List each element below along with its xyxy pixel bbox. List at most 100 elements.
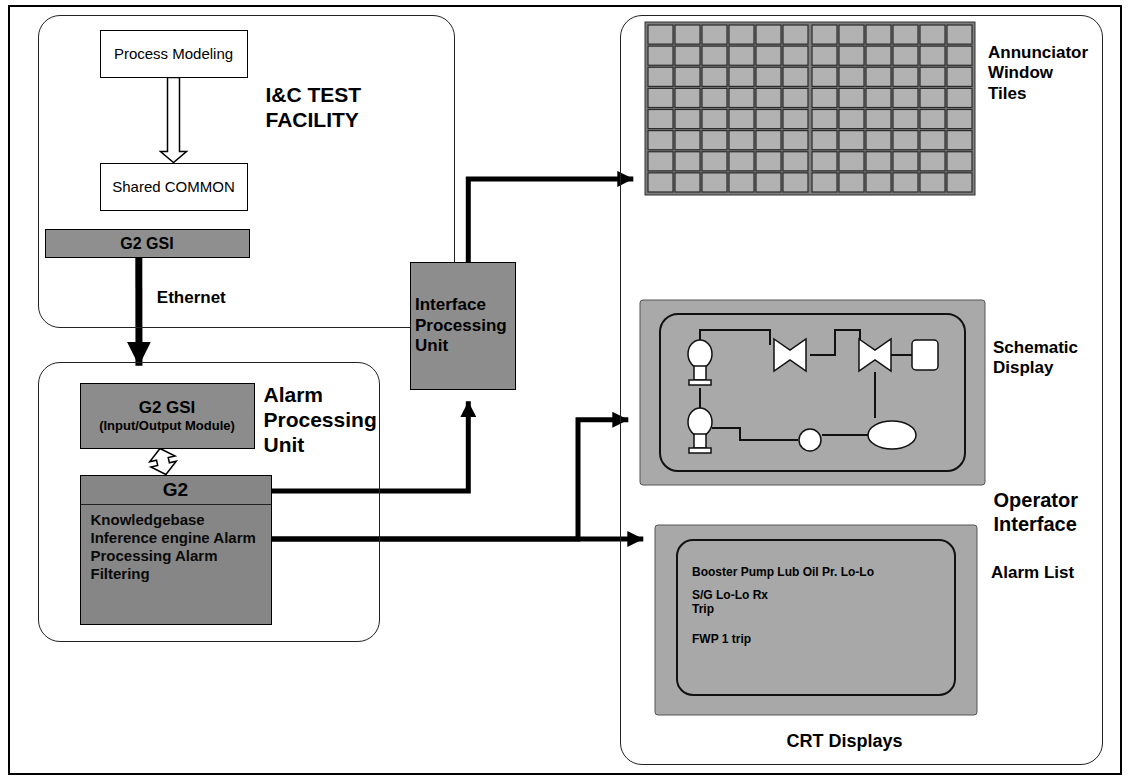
tile: [839, 130, 864, 149]
screen-bezel: [660, 314, 965, 471]
turbine-symbol: [774, 339, 806, 371]
tile: [702, 172, 727, 191]
tile: [812, 151, 837, 170]
tile: [675, 172, 700, 191]
tile: [729, 130, 754, 149]
io-module-box: G2 GSI(Input/Output Module): [80, 383, 255, 449]
tile: [783, 88, 808, 107]
process-box: Process Modeling: [100, 30, 248, 78]
tile: [947, 25, 972, 44]
pipe: [712, 428, 798, 440]
tile: [729, 172, 754, 191]
text-stack: G2Knowledgebase Inference engine Alarm P…: [81, 476, 271, 624]
tile: [947, 172, 972, 191]
text-anchor: Schematic Display: [993, 338, 1088, 379]
tile: [648, 67, 673, 86]
screen-bezel: [677, 540, 955, 695]
annunciator-panel: Annunciator Window Tiles: [645, 22, 975, 195]
tile: [702, 67, 727, 86]
pipe: [874, 372, 876, 418]
alarm-list-screen-graphic: [655, 525, 977, 715]
text-stack: G2 GSI: [46, 230, 249, 257]
edge-label-anchor: Ethernet: [155, 288, 228, 308]
alarm-list-screen: Booster Pump Lub Oil Pr. Lo-LoS/G Lo-Lo …: [655, 525, 977, 715]
heading-label: Annunciator Window Tiles: [988, 43, 1093, 104]
box-label: Shared COMMON: [112, 178, 235, 196]
pump-symbol: [688, 408, 712, 436]
tile: [839, 172, 864, 191]
tile: [648, 151, 673, 170]
tile: [920, 151, 945, 170]
pipe: [810, 330, 860, 355]
tile: [648, 25, 673, 44]
tile: [675, 67, 700, 86]
text-stack: Shared COMMON: [101, 164, 247, 210]
tile: [812, 88, 837, 107]
tile: [729, 109, 754, 128]
heading-label: Alarm Processing Unit: [264, 382, 372, 458]
tile: [920, 172, 945, 191]
screen-face: [655, 525, 977, 715]
tile: [812, 46, 837, 65]
signal-arrow: [272, 537, 644, 542]
text-stack: Interface Processing Unit: [411, 263, 515, 389]
tile: [812, 172, 837, 191]
tile: [866, 172, 891, 191]
pump-symbol: [689, 380, 711, 385]
tile: [783, 67, 808, 86]
pipe: [700, 330, 770, 345]
text-anchor: Operator Interface: [994, 488, 1094, 536]
tile: [893, 88, 918, 107]
tile: [920, 130, 945, 149]
heading-label: Alarm List: [991, 563, 1086, 583]
tile: [675, 109, 700, 128]
text-anchor: CRT Displays: [770, 731, 920, 753]
box-label: Interface Processing Unit: [415, 295, 511, 356]
tile: [756, 88, 781, 107]
tile: [675, 130, 700, 149]
tile: [866, 151, 891, 170]
alarm-entry: Booster Pump Lub Oil Pr. Lo-Lo: [692, 565, 942, 579]
tile: [947, 151, 972, 170]
tile: [893, 25, 918, 44]
tile: [756, 25, 781, 44]
tile: [839, 67, 864, 86]
tile: [702, 25, 727, 44]
tile: [839, 46, 864, 65]
tile: [702, 151, 727, 170]
heading-label: CRT Displays: [770, 731, 920, 753]
text-anchor: I&C TEST FACILITY: [266, 82, 378, 132]
schematic-screen: Schematic Display: [640, 300, 985, 485]
box-label: G2: [81, 476, 271, 506]
tile: [648, 46, 673, 65]
alarm-entry: S/G Lo-Lo Rx Trip: [692, 588, 787, 617]
pipe: [890, 354, 912, 356]
tile: [648, 109, 673, 128]
signal-arrow: [468, 179, 633, 262]
tile: [783, 46, 808, 65]
pipe: [822, 434, 868, 436]
tile: [729, 46, 754, 65]
tile: [783, 130, 808, 149]
box-label: G2 GSI: [120, 234, 173, 253]
tile: [866, 109, 891, 128]
facility-group: Process ModelingShared COMMON G2 GSI I&C T…: [38, 15, 455, 328]
tile: [839, 109, 864, 128]
tile: [947, 130, 972, 149]
pipe: [699, 388, 701, 408]
tile: [756, 172, 781, 191]
tile: [702, 88, 727, 107]
tile: [812, 109, 837, 128]
tile: [893, 130, 918, 149]
interface-bar: G2 GSI: [45, 229, 250, 258]
tile: [812, 25, 837, 44]
operator-group: Annunciator Window TilesSchematic Displa…: [620, 15, 1103, 765]
block-arrow: [150, 449, 177, 475]
pump-symbol: [689, 448, 711, 453]
signal-arrow: [272, 420, 629, 539]
signal-arrow: [135, 258, 142, 366]
tile: [756, 67, 781, 86]
text-anchor: Alarm Processing Unit: [264, 382, 372, 458]
tile: [756, 130, 781, 149]
tile: [839, 88, 864, 107]
